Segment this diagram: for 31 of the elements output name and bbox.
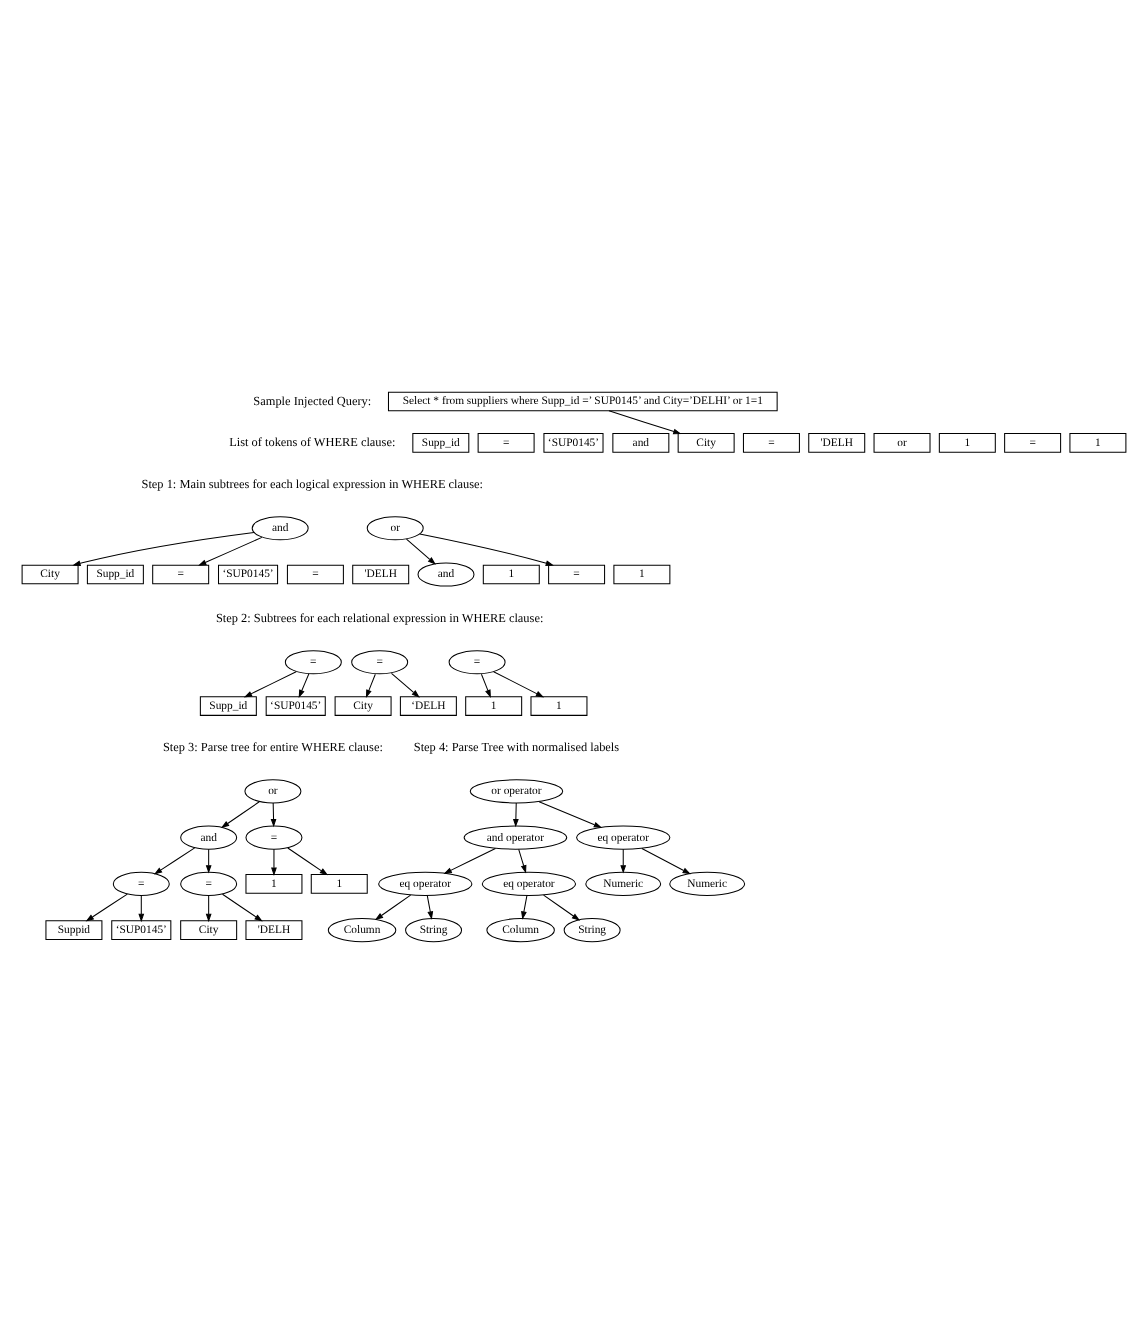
arrow xyxy=(521,894,528,919)
arrow xyxy=(620,847,627,873)
arrow xyxy=(405,537,436,564)
arrow xyxy=(426,894,434,919)
arrow xyxy=(641,846,691,874)
arrow xyxy=(85,892,128,921)
arrow xyxy=(270,801,277,827)
arrow xyxy=(198,535,263,565)
arrow xyxy=(538,800,603,827)
arrow xyxy=(390,671,420,697)
arrow xyxy=(72,530,255,566)
arrow xyxy=(512,801,519,827)
arrow xyxy=(243,670,297,697)
arrow xyxy=(271,847,277,875)
arrow xyxy=(287,846,329,875)
arrow xyxy=(443,846,496,873)
arrow xyxy=(298,672,310,698)
arrow xyxy=(153,846,196,874)
arrow xyxy=(220,800,260,828)
arrow xyxy=(480,672,491,697)
arrow xyxy=(543,893,581,920)
arrow xyxy=(374,893,412,920)
arrow xyxy=(518,847,527,873)
arrow xyxy=(608,409,682,434)
arrow xyxy=(205,894,212,922)
arrow xyxy=(419,532,554,565)
arrow xyxy=(365,672,376,697)
arrow xyxy=(222,892,263,921)
arrow xyxy=(205,847,212,873)
arrow xyxy=(493,670,545,697)
arrow xyxy=(138,894,145,922)
